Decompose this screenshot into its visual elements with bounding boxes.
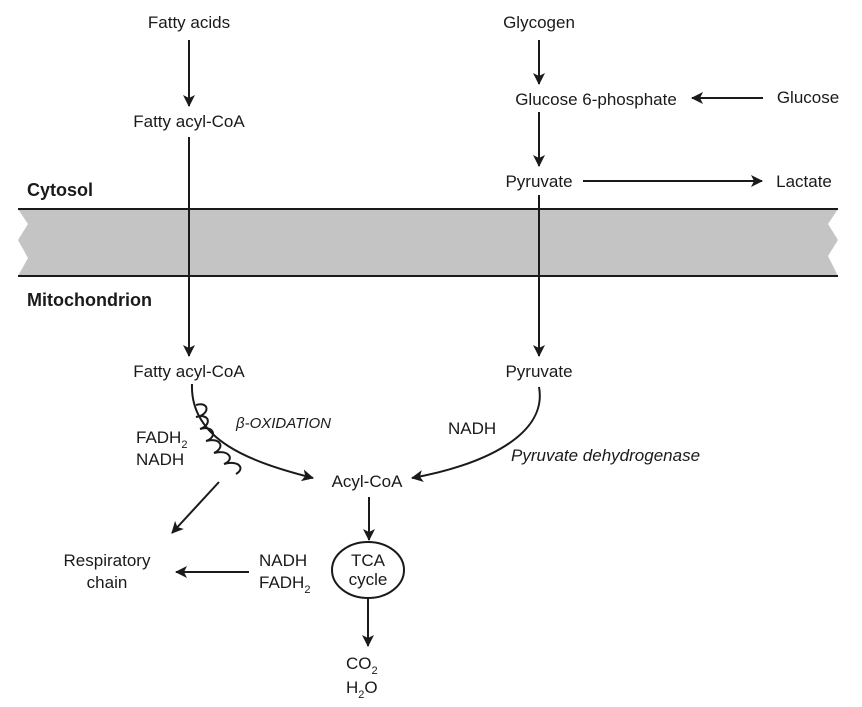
respiratory-chain-line2: chain: [87, 573, 128, 592]
glycogen-node: Glycogen: [503, 13, 575, 32]
tca-cycle-label-line2: cycle: [349, 570, 388, 589]
lactate-node: Lactate: [776, 172, 832, 191]
pyruvate-cytosol-node: Pyruvate: [505, 172, 572, 191]
beta-oxidation-spiral-icon: [195, 403, 242, 475]
acyl-coa-node: Acyl-CoA: [332, 472, 404, 491]
cytosol-label: Cytosol: [27, 180, 93, 200]
tca-fadh2-product: FADH2: [259, 573, 310, 596]
tca-nadh-product: NADH: [259, 551, 307, 570]
co2-product: CO2: [346, 654, 378, 677]
pyruvate-dehydrogenase-label: Pyruvate dehydrogenase: [511, 446, 700, 465]
fatty-acids-node: Fatty acids: [148, 13, 230, 32]
beta-nadh-product: NADH: [136, 450, 184, 469]
tca-cycle-ellipse: [331, 541, 405, 599]
h2o-product: H2O: [346, 678, 378, 701]
pyruvate-mitochondrion-node: Pyruvate: [505, 362, 572, 381]
fatty-acyl-coa-cytosol-node: Fatty acyl-CoA: [133, 112, 245, 131]
arrow-beta-products-to-respiratory-chain: [171, 481, 220, 534]
glucose-node: Glucose: [777, 88, 839, 107]
fatty-acyl-coa-mitochondrion-node: Fatty acyl-CoA: [133, 362, 245, 381]
beta-oxidation-label: β-OXIDATION: [235, 415, 331, 432]
respiratory-chain-line1: Respiratory: [64, 551, 151, 570]
glucose-6-phosphate-node: Glucose 6-phosphate: [515, 90, 677, 109]
beta-oxidation-arrow: [190, 383, 314, 482]
pdh-nadh-product: NADH: [448, 419, 496, 438]
mitochondrial-membrane: [18, 209, 838, 276]
tca-cycle-label-line1: TCA: [351, 551, 386, 570]
mitochondrion-label: Mitochondrion: [27, 290, 152, 310]
pyruvate-dehydrogenase-arrow: [411, 386, 541, 482]
beta-fadh2-product: FADH2: [136, 428, 187, 451]
